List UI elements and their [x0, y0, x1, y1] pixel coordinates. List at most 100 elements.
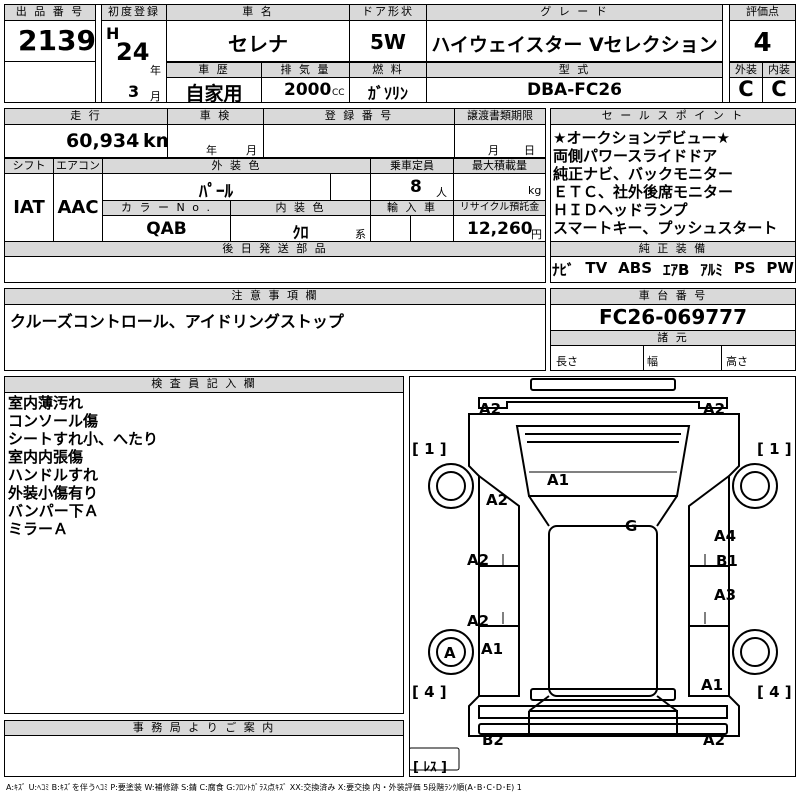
- exterior-cell: [729, 77, 763, 103]
- int-color-value: ｸﾛ: [292, 223, 309, 242]
- dmg-quarter-right: A1: [701, 676, 724, 694]
- car-diagram: [409, 378, 778, 771]
- import-divider: [410, 215, 454, 242]
- height-label: 高さ: [726, 355, 748, 368]
- max-load-label: 最大積載量: [453, 158, 546, 174]
- era-value: H: [106, 24, 120, 43]
- sales-points-label: セ ー ル ス ポ イ ン ト: [550, 108, 796, 125]
- model-cell: [426, 77, 723, 103]
- sales-point: 両側パワースライドドア: [553, 147, 718, 165]
- mileage-value: 60,934: [66, 130, 140, 152]
- later-parts-label: 後 日 発 送 部 品: [4, 241, 546, 257]
- fuel-label: 燃 料: [349, 62, 427, 78]
- lot-no-label: 出 品 番 号: [4, 4, 96, 21]
- reg-no-label: 登 録 番 号: [263, 108, 455, 125]
- notes-value: クルーズコントロール、アイドリングストップ: [10, 312, 344, 331]
- standard-equip-label: 純 正 装 備: [550, 241, 796, 257]
- ext-color-value: ﾊﾟｰﾙ: [199, 182, 233, 202]
- sales-points-cell: [550, 124, 796, 242]
- aircon-cell: [53, 173, 103, 242]
- shift-cell: [4, 173, 54, 242]
- displacement-label: 排 気 量: [261, 62, 350, 78]
- people-unit: 人: [436, 186, 447, 199]
- int-color-cell: [230, 215, 371, 242]
- sales-point: ★オークションデビュー★: [553, 129, 730, 147]
- model-label: 型 式: [426, 62, 723, 78]
- dmg-hood: A1: [547, 471, 570, 489]
- ext-color-label: 外 装 色: [102, 158, 371, 174]
- car-name-label: 車 名: [166, 4, 350, 21]
- max-load-cell: [453, 173, 546, 201]
- score-value: 4: [753, 28, 772, 58]
- interior-value: C: [771, 77, 787, 101]
- tire-fr-bracket: [ 1 ]: [757, 440, 792, 458]
- tire-rr-bracket: [ 4 ]: [757, 683, 792, 701]
- legend: A:ｷｽﾞ U:ﾍｺﾐ B:ｷｽﾞを伴うﾍｺﾐ P:要塗装 W:補修跡 S:錆 …: [6, 783, 522, 792]
- kei-label: 系: [355, 228, 366, 241]
- transfer-deadline-cell: [454, 124, 546, 158]
- standard-equip-list: ﾅﾋﾞ TV ABS ｴｱB ｱﾙﾐ PS PW: [552, 259, 794, 280]
- dimensions-label: 諸 元: [550, 330, 796, 346]
- lot-no-value: 2139: [18, 24, 96, 57]
- notes-label: 注 意 事 項 欄: [4, 288, 546, 305]
- grade-label: グ レ ー ド: [426, 4, 723, 21]
- int-color-label: 内 装 色: [230, 200, 371, 216]
- later-parts-cell: [4, 256, 546, 283]
- month-suffix: 月: [150, 90, 161, 103]
- import-label: 輸 入 車: [370, 200, 454, 216]
- color-no-value: QAB: [146, 219, 187, 239]
- inspector-note: 外装小傷有り: [8, 484, 99, 502]
- grade-value: ハイウェイスター Vセレクション: [431, 34, 718, 56]
- transfer-month-unit: 月: [488, 144, 499, 157]
- length-label: 長さ: [556, 355, 578, 368]
- tire-rl-bracket: [ 4 ]: [412, 683, 447, 701]
- tire-fr-value: 1: [769, 440, 780, 458]
- inspector-note: 室内内張傷: [8, 448, 84, 466]
- dmg-rear-left: B2: [482, 731, 504, 749]
- equip-item: ABS: [618, 259, 653, 277]
- inspector-note: コンソール傷: [8, 412, 99, 430]
- capacity-cell: [370, 173, 454, 201]
- tire-fl-value: 1: [424, 440, 435, 458]
- tire-rr-value: 4: [769, 683, 780, 701]
- equip-item: ｴｱB: [662, 261, 690, 279]
- width-label: 幅: [647, 355, 658, 368]
- capacity-value: 8: [410, 177, 422, 197]
- door-label: ドア形状: [349, 4, 427, 21]
- aircon-label: エアコン: [53, 158, 103, 174]
- capacity-label: 乗車定員: [370, 158, 454, 174]
- ext-color-divider: [330, 173, 371, 201]
- mileage-label: 走 行: [4, 108, 168, 125]
- exterior-label: 外装: [729, 62, 763, 78]
- recycle-cell: [453, 215, 546, 242]
- inspector-notes-label: 検 査 員 記 入 欄: [4, 376, 404, 393]
- month-value: 3: [128, 82, 140, 101]
- inspection-year-unit: 年: [206, 144, 217, 157]
- fuel-cell: [349, 77, 427, 103]
- sales-points-list: ★オークションデビュー★ 両側パワースライドドア 純正ナビ、バックモニター ＥＴ…: [553, 129, 793, 237]
- door-value: 5W: [370, 30, 406, 54]
- dmg-front-door-left: A2: [467, 551, 490, 569]
- equip-item: ﾅﾋﾞ: [552, 261, 575, 279]
- recycle-label: リサイクル預託金: [453, 200, 546, 216]
- office-notes-cell: [4, 735, 404, 777]
- inspector-note: シートすれ小、へたり: [8, 430, 159, 448]
- spare-tire-value: ﾚｽ: [423, 760, 437, 775]
- inspector-note: 室内薄汚れ: [8, 394, 84, 412]
- lot-no-blank: [4, 61, 96, 103]
- model-value: DBA-FC26: [526, 80, 623, 100]
- inspector-note: バンパー下Ａ: [8, 502, 99, 520]
- cc-unit: CC: [332, 88, 345, 98]
- transfer-deadline-label: 譲渡書類期限: [454, 108, 546, 125]
- equip-item: PW: [766, 259, 794, 277]
- door-cell: [349, 20, 427, 62]
- interior-cell: [762, 77, 796, 103]
- aircon-value: AAC: [57, 197, 99, 218]
- sales-point: 純正ナビ、バックモニター: [553, 165, 734, 183]
- interior-label: 内装: [762, 62, 796, 78]
- car-name-value: セレナ: [228, 32, 288, 56]
- score-cell: [729, 20, 796, 62]
- tire-fl-bracket: [ 1 ]: [412, 440, 447, 458]
- inspection-label: 車 検: [167, 108, 264, 125]
- transfer-day-unit: 日: [524, 144, 535, 157]
